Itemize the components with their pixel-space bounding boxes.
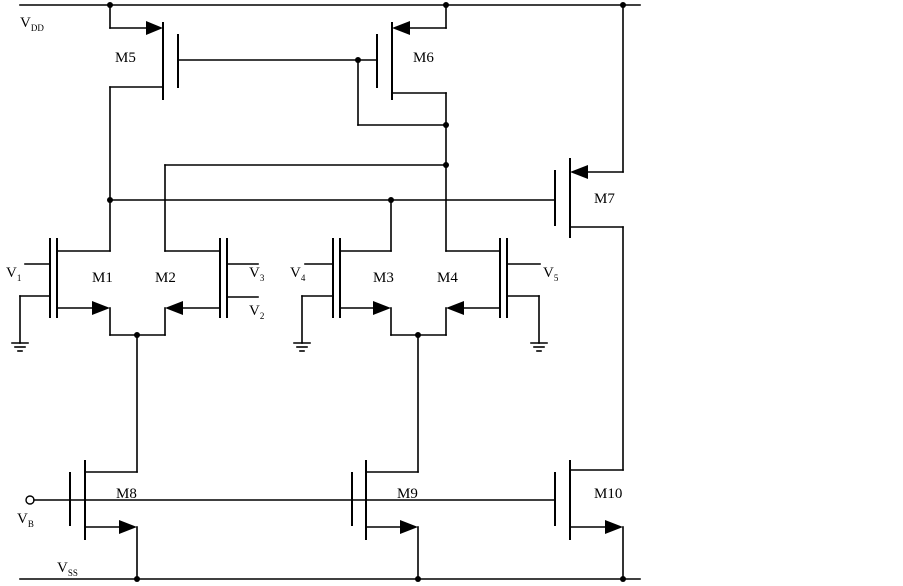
m1-label: M1 — [92, 270, 113, 286]
transistor-m4 — [417, 238, 541, 344]
ground-symbol — [293, 342, 311, 352]
vb-label: VB — [17, 511, 34, 529]
vdd-label: VDD — [20, 15, 44, 33]
v3-label: V3 — [249, 265, 265, 283]
m4-label: M4 — [437, 270, 458, 286]
transistor-m3 — [301, 238, 419, 344]
m7-label: M7 — [594, 191, 615, 207]
v1-label: V1 — [6, 265, 21, 283]
transistor-m5 — [109, 4, 179, 100]
v2-label: V2 — [249, 303, 264, 321]
junction-dots — [107, 2, 626, 582]
transistor-m2 — [136, 238, 259, 336]
ground-symbol — [530, 342, 548, 352]
m10-label: M10 — [594, 486, 622, 502]
transistor-m10 — [554, 460, 624, 580]
vss-label: VSS — [57, 560, 78, 578]
vb-input-terminal — [25, 495, 35, 505]
ground-symbol — [11, 342, 29, 352]
transistor-m9 — [351, 460, 419, 580]
m9-label: M9 — [397, 486, 418, 502]
m2-label: M2 — [155, 270, 176, 286]
m3-label: M3 — [373, 270, 394, 286]
transistor-m7 — [554, 4, 624, 471]
transistor-m6 — [376, 4, 447, 100]
transistor-m1 — [19, 238, 138, 344]
m8-label: M8 — [116, 486, 137, 502]
m6-label: M6 — [413, 50, 434, 66]
m5-label: M5 — [115, 50, 136, 66]
v4-label: V4 — [290, 265, 306, 283]
v5-label: V5 — [543, 265, 559, 283]
transistor-m8 — [69, 460, 138, 580]
